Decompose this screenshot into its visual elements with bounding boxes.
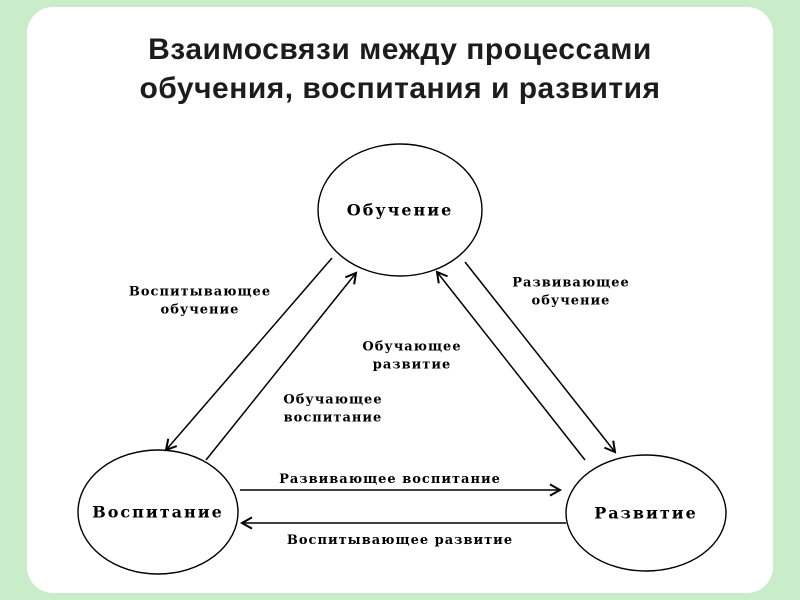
edge-label-razvivayushchee-vospitanie: Развивающее воспитание xyxy=(279,472,501,488)
node-razvitie-ellipse xyxy=(565,454,727,572)
arrow-obuchenie-to-razvitie xyxy=(464,261,617,454)
node-label-razvitie: Развитие xyxy=(594,503,698,523)
node-vospitanie-ellipse xyxy=(77,449,239,575)
slide-title: Взаимосвязи между процессами обучения, в… xyxy=(139,33,661,105)
edge-label-razvivayushchee-obuchenie: Развивающее обучение xyxy=(512,275,630,308)
arrow-razvitie-to-obuchenie xyxy=(435,270,586,461)
arrow-vospitanie-to-obuchenie xyxy=(205,271,358,461)
edge-label-vospityvayushchee-obuchenie: Воспитывающее обучение xyxy=(128,284,272,317)
edge-label-vospityvayushchee-razvitie: Воспитывающее развитие xyxy=(286,533,514,549)
edge-label-obuchayushchee-razvitie: Обучающее развитие xyxy=(362,339,462,372)
edge-label-obuchayushchee-vospitanie: Обучающее воспитание xyxy=(283,392,383,425)
node-label-obuchenie: Обучение xyxy=(346,200,454,220)
node-obuchenie-ellipse xyxy=(317,143,483,277)
arrow-obuchenie-to-vospitanie xyxy=(164,257,333,452)
node-label-vospitanie: Воспитание xyxy=(92,502,224,522)
